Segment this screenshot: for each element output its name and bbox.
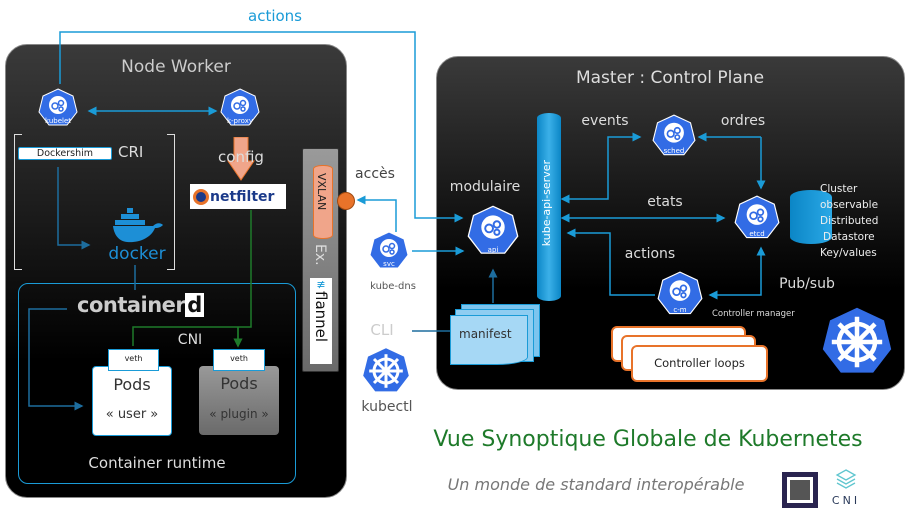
acces-port bbox=[337, 192, 355, 210]
ci-logo bbox=[782, 472, 818, 508]
docker-whale-icon bbox=[113, 208, 163, 243]
cni-green-line bbox=[132, 210, 252, 346]
config-label: config bbox=[218, 148, 264, 166]
datastore-text: Cluster observable Distributed Datastore… bbox=[820, 183, 879, 259]
kubelet-icon: kubelet bbox=[38, 88, 78, 128]
netfilter-logo: netfilter bbox=[190, 184, 286, 209]
top-actions-label: actions bbox=[248, 7, 302, 25]
cni-label: CNI bbox=[177, 332, 203, 348]
acces-label: accès bbox=[355, 166, 395, 182]
kubectl-label: kubectl bbox=[361, 399, 413, 415]
events-label: events bbox=[581, 113, 629, 129]
vxlan-label: VXLAN bbox=[315, 173, 328, 211]
cri-label: CRI bbox=[118, 143, 144, 161]
page-subtitle: Un monde de standard interopérable bbox=[447, 475, 745, 494]
kproxy-icon: k-proxy bbox=[220, 88, 260, 128]
master-title: Master : Control Plane bbox=[575, 68, 765, 88]
container-runtime-title: Container runtime bbox=[88, 454, 226, 472]
events-line bbox=[560, 132, 642, 204]
kube-dns-acces-line bbox=[356, 195, 397, 232]
dockershim-box: Dockershim bbox=[18, 147, 112, 160]
datastore-cylinder bbox=[790, 190, 832, 244]
pods-plugin-box: Pods « plugin » bbox=[199, 366, 279, 435]
ordres-label: ordres bbox=[720, 113, 766, 129]
actions-top-line bbox=[59, 31, 464, 223]
scheduler-icon: sched bbox=[652, 114, 696, 158]
netfilter-flame-icon bbox=[193, 188, 209, 205]
manifest-label: manifest bbox=[459, 327, 512, 341]
dockershim-docker-line bbox=[57, 167, 91, 250]
node-worker-title: Node Worker bbox=[121, 57, 231, 77]
api-icon: api bbox=[467, 205, 519, 257]
veth-user-box: veth bbox=[108, 349, 159, 371]
api-server-cylinder bbox=[537, 113, 561, 301]
cli-label: CLI bbox=[370, 321, 394, 339]
vxlan-cylinder bbox=[313, 165, 333, 239]
ex-label: Ex. bbox=[312, 244, 328, 266]
manifest-doc bbox=[450, 315, 528, 365]
containerd-pods-line bbox=[28, 308, 84, 411]
cni-logo: CNI bbox=[828, 468, 864, 507]
modulaire-label: modulaire bbox=[449, 179, 521, 195]
pubsub-label: Pub/sub bbox=[779, 276, 835, 292]
controller-manager-icon: c-m bbox=[657, 271, 703, 317]
actions-line bbox=[566, 228, 655, 296]
controller-loops-box: Controller loops bbox=[631, 345, 768, 382]
flannel-icon: ≢ bbox=[316, 278, 326, 291]
pods-user-box: Pods « user » bbox=[92, 366, 172, 436]
kube-dns-label: kube-dns bbox=[370, 281, 416, 292]
etcd-icon: etcd bbox=[734, 195, 780, 241]
etats-label: etats bbox=[647, 194, 683, 210]
container-runtime-box bbox=[18, 283, 296, 484]
cri-bracket bbox=[14, 134, 175, 270]
config-arrow bbox=[227, 137, 255, 181]
controller-manager-label: Controller manager bbox=[712, 309, 795, 319]
actions-label: actions bbox=[624, 246, 676, 262]
page-title: Vue Synoptique Globale de Kubernetes bbox=[433, 427, 863, 452]
pubsub-line bbox=[708, 246, 766, 300]
containerd-logo: containerd bbox=[77, 293, 204, 317]
kube-dns-icon: svc bbox=[369, 231, 409, 271]
flannel-logo: ≢ flannel bbox=[310, 278, 332, 364]
cni-cube-icon bbox=[835, 469, 857, 489]
docker-label: docker bbox=[108, 244, 166, 264]
